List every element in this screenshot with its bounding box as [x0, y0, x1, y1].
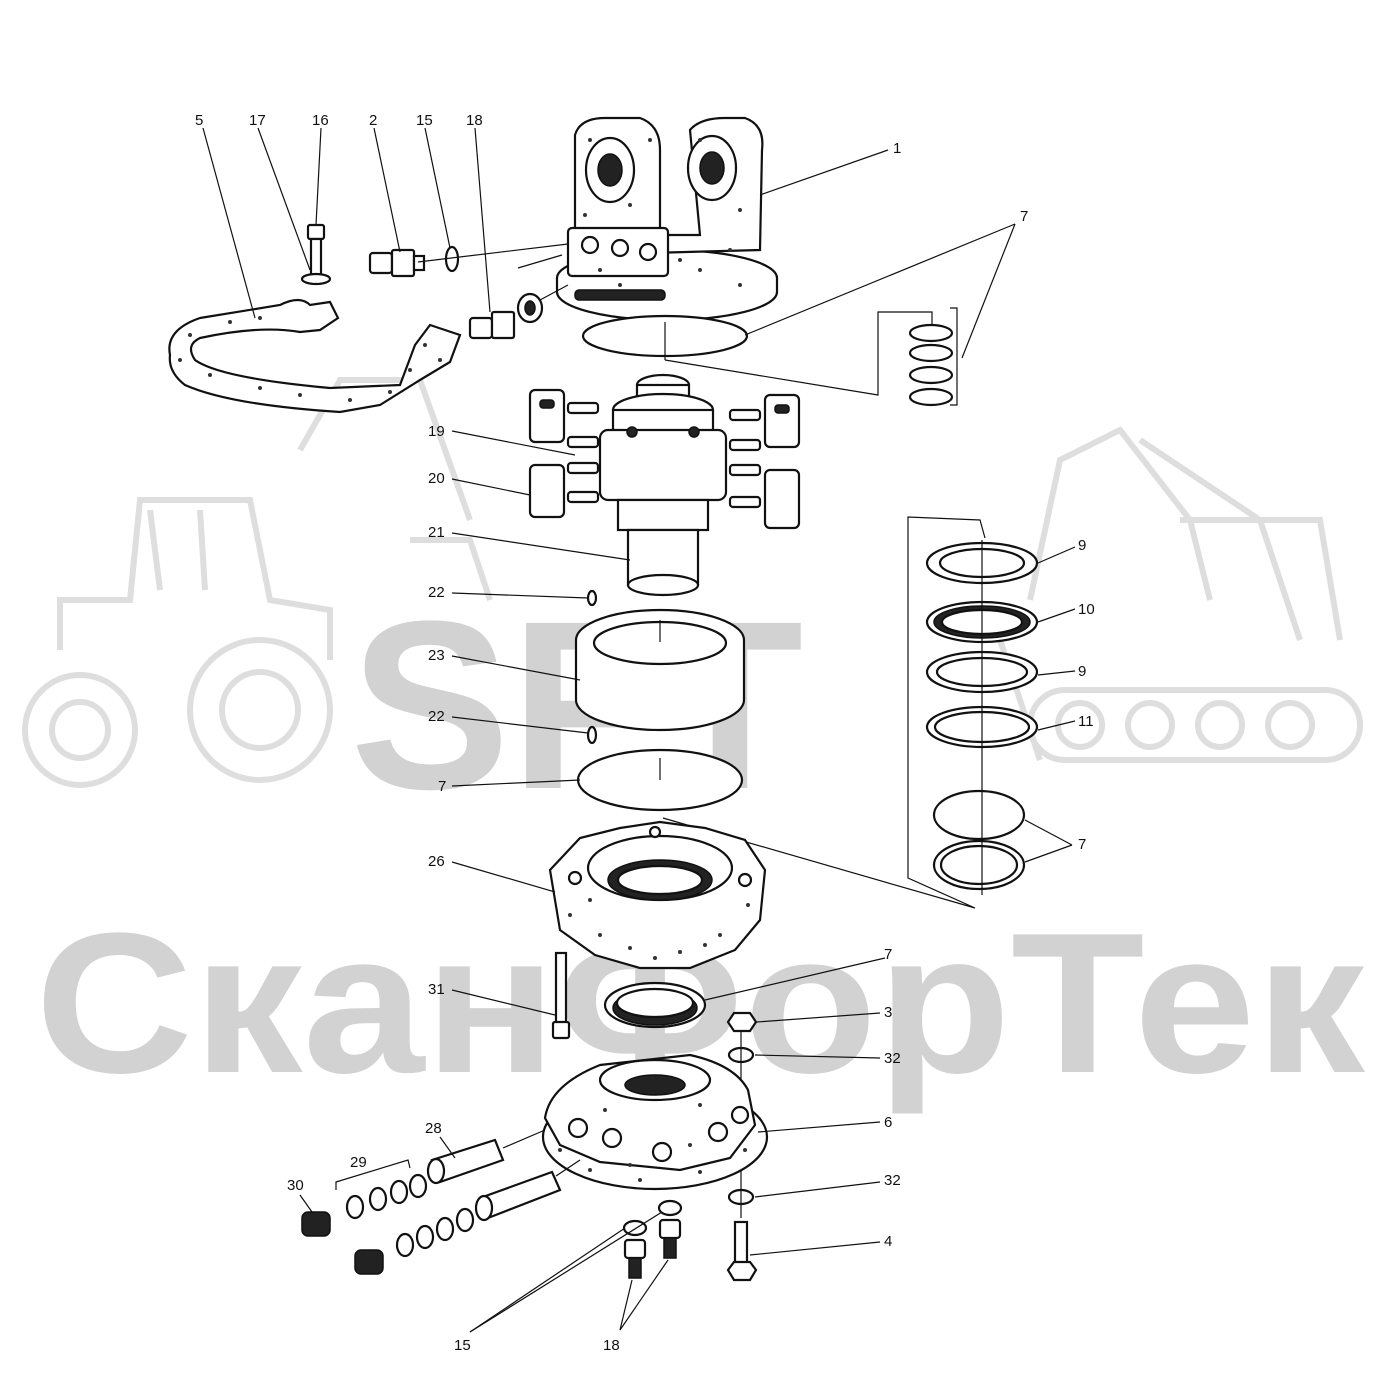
- part-1-top-bracket: [555, 116, 779, 322]
- callout-labels: 1 2 3 4 5 6 7 7 7 7 9 9 10 11 15 15 16 1…: [195, 112, 1095, 1354]
- callout-9-lower: 9: [1078, 663, 1086, 680]
- ring-stack-right: [662, 516, 1039, 909]
- callout-15-top: 15: [416, 112, 433, 129]
- callout-6: 6: [884, 1114, 892, 1131]
- part-4-bolt: [726, 1220, 758, 1282]
- part-20-blocks: [528, 388, 801, 530]
- part-30-caps: [301, 1211, 384, 1275]
- callout-19: 19: [428, 423, 445, 440]
- watermark-tractor-icon: [22, 377, 493, 788]
- part-17-washer: [300, 272, 332, 286]
- part-31-long-bolt: [551, 951, 571, 1040]
- callout-28: 28: [425, 1120, 442, 1137]
- parts-drawing-layer: [168, 116, 1076, 1333]
- watermark-excavator-icon: [997, 426, 1363, 763]
- part-26-gear-housing: [548, 820, 767, 970]
- part-16-bolt: [306, 223, 326, 279]
- callout-2: 2: [369, 112, 377, 129]
- callout-3: 3: [884, 1004, 892, 1021]
- callout-22-bottom: 22: [428, 708, 445, 725]
- callout-7-middle: 7: [438, 778, 446, 795]
- part-7-ring-lower: [603, 981, 707, 1029]
- callout-15-bottom: 15: [454, 1337, 471, 1354]
- callout-10: 10: [1078, 601, 1095, 618]
- callout-leaders: [202, 127, 1076, 1333]
- callout-7-top-right: 7: [1020, 208, 1028, 225]
- part-3-nut: [726, 1011, 758, 1033]
- callout-26: 26: [428, 853, 445, 870]
- part-21-center-shaft: [598, 373, 728, 597]
- callout-5: 5: [195, 112, 203, 129]
- callout-32-bottom: 32: [884, 1172, 901, 1189]
- part-29-washer-sets: [335, 1159, 475, 1258]
- ring-group-top-right: [664, 307, 958, 407]
- watermark-layer: SFT СканФорТек: [22, 377, 1366, 1115]
- callout-9-upper: 9: [1078, 537, 1086, 554]
- callout-23: 23: [428, 647, 445, 664]
- callout-32-top: 32: [884, 1050, 901, 1067]
- callout-18-bottom: 18: [603, 1337, 620, 1354]
- callout-20: 20: [428, 470, 445, 487]
- part-2-fitting: [368, 248, 426, 278]
- callout-31: 31: [428, 981, 445, 998]
- part-22-pin-bottom: [586, 725, 598, 745]
- callout-17: 17: [249, 112, 266, 129]
- part-6-base-housing: [541, 1053, 769, 1191]
- callout-11: 11: [1078, 713, 1094, 730]
- part-18-fitting-top: [468, 292, 544, 340]
- callout-29: 29: [350, 1154, 367, 1171]
- callout-4: 4: [884, 1233, 892, 1250]
- callout-21: 21: [428, 524, 445, 541]
- part-5-swing-frame: [168, 298, 462, 414]
- callout-30: 30: [287, 1177, 304, 1194]
- callout-7-right: 7: [1078, 836, 1086, 853]
- callout-7-lower: 7: [884, 946, 892, 963]
- part-22-pin-top: [586, 589, 598, 607]
- callout-16: 16: [312, 112, 329, 129]
- callout-18-top: 18: [466, 112, 483, 129]
- part-15-18-bottom-fittings: [622, 1199, 683, 1279]
- callout-1: 1: [893, 140, 901, 157]
- part-23-ring-housing: [574, 608, 746, 732]
- part-28-plungers: [426, 1129, 581, 1222]
- part-19-springs: [566, 401, 762, 509]
- callout-22-top: 22: [428, 584, 445, 601]
